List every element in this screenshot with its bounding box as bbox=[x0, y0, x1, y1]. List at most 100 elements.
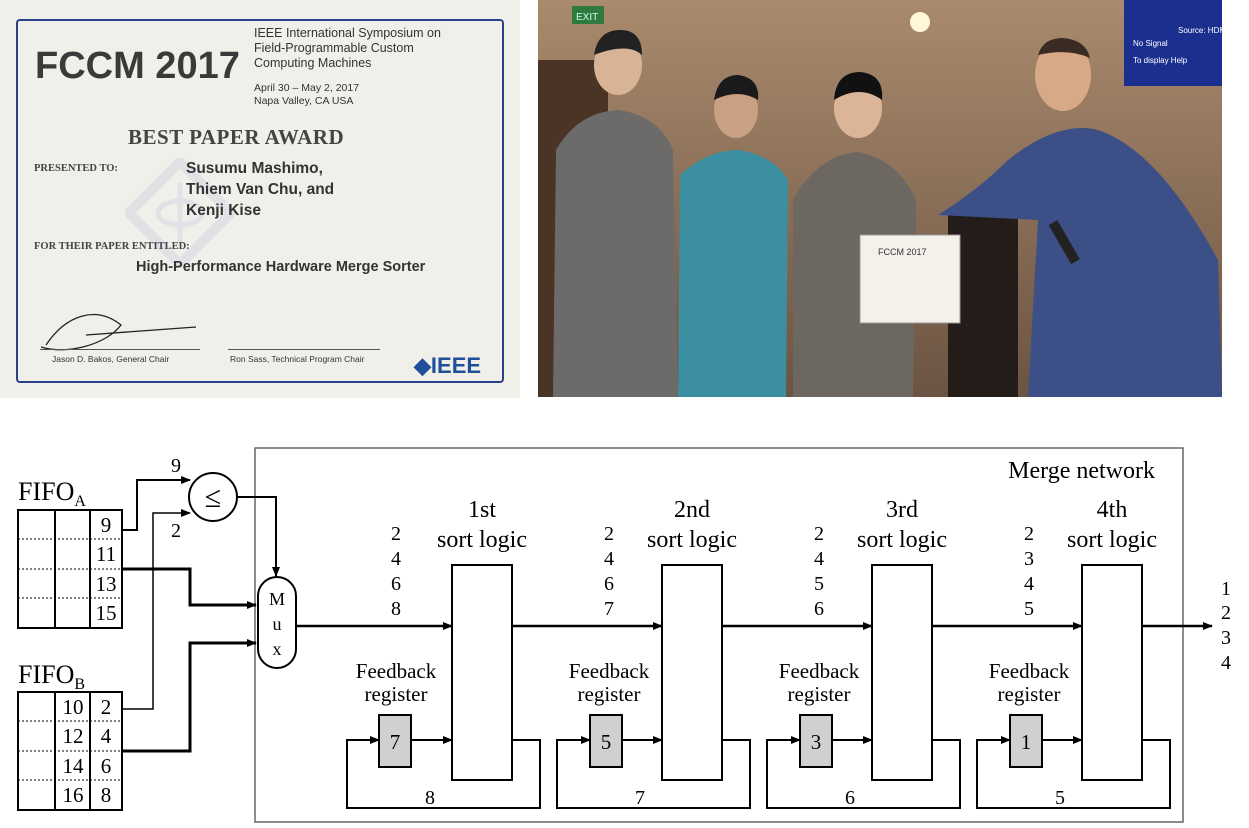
ieee-logo-text: IEEE bbox=[430, 353, 482, 378]
stage-input-value: 2 bbox=[1024, 523, 1034, 545]
output-value: 4 bbox=[1221, 652, 1231, 674]
exit-sign-text: EXIT bbox=[576, 12, 598, 23]
stage-input-value: 8 bbox=[391, 598, 401, 620]
stage-input-value: 2 bbox=[814, 523, 824, 545]
signatory: Jason D. Bakos, General Chair bbox=[52, 354, 170, 364]
output-value: 3 bbox=[1221, 627, 1231, 649]
feedback-value: 7 bbox=[390, 730, 401, 754]
loop-value: 7 bbox=[635, 787, 645, 809]
comparator-input-b: 2 bbox=[171, 520, 181, 542]
projector-screen bbox=[1124, 0, 1222, 86]
feedback-register bbox=[799, 714, 833, 768]
loop-value: 5 bbox=[1055, 787, 1065, 809]
feedback-loop bbox=[766, 736, 961, 809]
feedback-loop bbox=[346, 736, 541, 809]
stage-input-value: 6 bbox=[391, 573, 401, 595]
stage-ordinal: 4th bbox=[1097, 497, 1128, 523]
feedback-label: register bbox=[365, 682, 428, 706]
output-value: 2 bbox=[1221, 602, 1231, 624]
person-1 bbox=[553, 30, 678, 397]
stage-ordinal: 1st bbox=[468, 497, 496, 523]
stage-input-value: 2 bbox=[391, 523, 401, 545]
presented-to-label: PRESENTED TO: bbox=[34, 163, 118, 174]
fifo-b-cell: 6 bbox=[101, 754, 112, 778]
screen-text: No Signal bbox=[1133, 39, 1168, 48]
feedback-label: Feedback bbox=[989, 659, 1070, 683]
feedback-register bbox=[378, 714, 412, 768]
recipients: Susumu Mashimo, Thiem Van Chu, and Kenji… bbox=[186, 158, 334, 221]
fifo-b-cell: 16 bbox=[63, 783, 84, 807]
feedback-label: register bbox=[578, 682, 641, 706]
loop-value: 8 bbox=[425, 787, 435, 809]
fifo-b-cell: 12 bbox=[63, 724, 84, 748]
stage-input-value: 2 bbox=[604, 523, 614, 545]
stage-input-value: 6 bbox=[604, 573, 614, 595]
fifo-b-cell: 14 bbox=[63, 754, 85, 778]
recipient: Susumu Mashimo, bbox=[186, 160, 323, 177]
person-4 bbox=[938, 38, 1222, 397]
ieee-logo: ◆IEEE bbox=[414, 353, 481, 379]
held-certificate-text: FCCM 2017 bbox=[878, 247, 927, 257]
fifo-b-cell: 10 bbox=[63, 695, 84, 719]
connections bbox=[122, 476, 280, 753]
mux-label: x bbox=[273, 639, 282, 659]
mux-label: u bbox=[273, 614, 282, 634]
microphone bbox=[1048, 220, 1080, 265]
recipient: Thiem Van Chu, and bbox=[186, 181, 335, 198]
feedback-loop bbox=[556, 736, 751, 809]
ieee-watermark bbox=[125, 158, 235, 268]
event-location: Napa Valley, CA USA bbox=[254, 95, 354, 107]
ieee-diamond-icon: ◆ bbox=[414, 353, 431, 378]
feedback-value: 5 bbox=[601, 730, 612, 754]
stage-input-value: 5 bbox=[814, 573, 824, 595]
feedback-register bbox=[1009, 714, 1043, 768]
symposium-line: IEEE International Symposium on bbox=[254, 26, 441, 40]
fifo-b-table bbox=[17, 691, 123, 811]
sort-logic-block bbox=[1081, 564, 1143, 781]
stage-ordinal: 3rd bbox=[886, 497, 918, 523]
stage-input-value: 6 bbox=[814, 598, 824, 620]
screen-text: To display Help bbox=[1133, 56, 1188, 65]
feedback-label: register bbox=[788, 682, 851, 706]
merge-network-box bbox=[254, 447, 1184, 823]
stage-ordinal: 2nd bbox=[674, 497, 710, 523]
stage-label: sort logic bbox=[647, 527, 737, 553]
merge-network-label: Merge network bbox=[1008, 458, 1155, 484]
feedback-value: 3 bbox=[811, 730, 822, 754]
mux-label: M bbox=[269, 589, 285, 609]
recipient: Kenji Kise bbox=[186, 202, 261, 219]
feedback-value: 1 bbox=[1021, 730, 1032, 754]
symposium-line: Computing Machines bbox=[254, 56, 372, 70]
feedback-label: register bbox=[998, 682, 1061, 706]
stage-label: sort logic bbox=[437, 527, 527, 553]
sort-logic-block bbox=[871, 564, 933, 781]
output-value: 1 bbox=[1221, 578, 1231, 600]
award-photo: Source: HDMI No Signal To display Help E… bbox=[538, 0, 1222, 397]
event-dates: April 30 – May 2, 2017 bbox=[254, 82, 360, 94]
signature-line bbox=[228, 349, 380, 350]
fifo-b-cell: 2 bbox=[101, 695, 112, 719]
signatory: Ron Sass, Technical Program Chair bbox=[230, 354, 365, 364]
comparator-symbol: ≤ bbox=[205, 481, 221, 514]
signature-line bbox=[40, 349, 200, 350]
stage-label: sort logic bbox=[857, 527, 947, 553]
stage-input-value: 4 bbox=[814, 548, 824, 570]
feedback-loop bbox=[976, 736, 1171, 809]
screen-text: Source: HDMI bbox=[1178, 26, 1222, 35]
ceiling-light bbox=[910, 12, 930, 32]
fifo-a-cell: 11 bbox=[96, 542, 116, 566]
sort-logic-block bbox=[451, 564, 513, 781]
event-title: FCCM 2017 bbox=[35, 45, 240, 87]
award-certificate: FCCM 2017 IEEE International Symposium o… bbox=[0, 0, 520, 398]
symposium-line: Field-Programmable Custom bbox=[254, 41, 414, 55]
paper-label: FOR THEIR PAPER ENTITLED: bbox=[34, 241, 190, 252]
fifo-b-cell: 4 bbox=[101, 724, 112, 748]
feedback-register bbox=[589, 714, 623, 768]
stage-input-value: 3 bbox=[1024, 548, 1034, 570]
feedback-label: Feedback bbox=[569, 659, 650, 683]
event-details: April 30 – May 2, 2017 Napa Valley, CA U… bbox=[254, 82, 359, 108]
